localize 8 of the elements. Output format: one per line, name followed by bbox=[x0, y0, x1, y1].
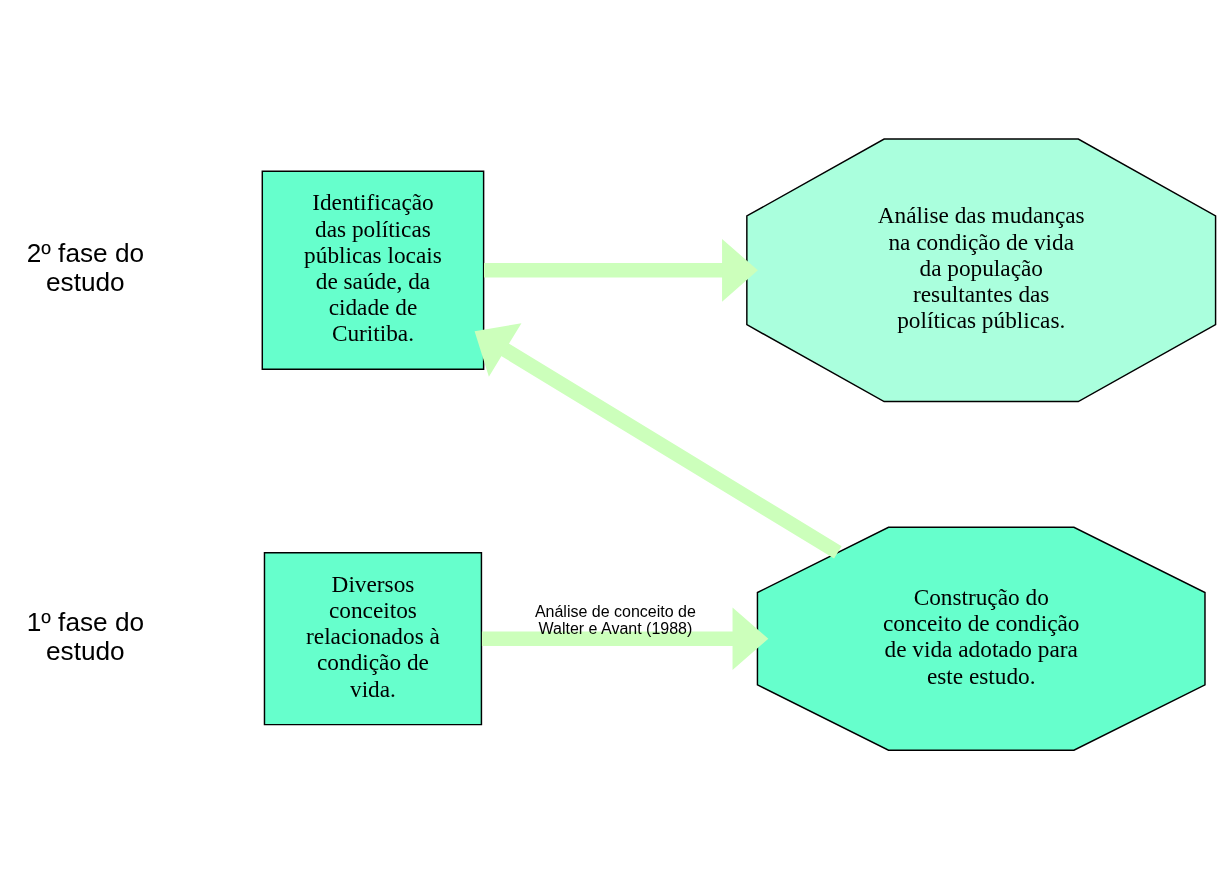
label: 2º fase do estudo bbox=[26, 237, 145, 297]
node-box: Diversos conceitos relacionados à condição de vida. bbox=[263, 551, 483, 725]
arrow bbox=[474, 322, 842, 559]
node-box: Identificação das políticas públicas locais de saúde, da cidade de Curitiba. bbox=[261, 170, 485, 370]
label: 1º fase do estudo bbox=[26, 606, 145, 666]
edge-label: Análise de conceito de Walter e Avant (1988) bbox=[534, 602, 696, 637]
arrow bbox=[481, 606, 769, 670]
arrow bbox=[484, 238, 758, 302]
